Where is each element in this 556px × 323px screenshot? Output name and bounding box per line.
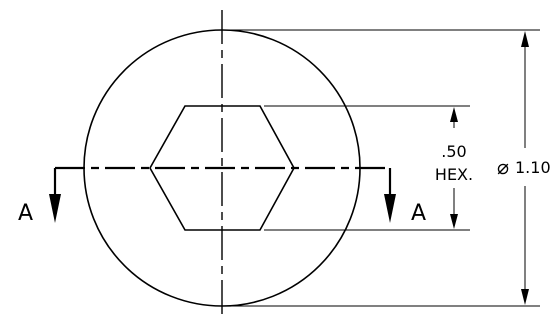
section-arrow-left	[49, 168, 61, 223]
hex-dimension-suffix: HEX.	[435, 165, 473, 184]
diameter-value: 1.10	[515, 158, 551, 177]
section-arrow-right	[384, 168, 396, 223]
section-label-right: A	[411, 201, 426, 226]
diameter-extension-lines	[226, 29, 540, 307]
hex-dimension-line	[450, 107, 458, 229]
diameter-symbol: ⌀	[497, 155, 509, 179]
hex-dimension-value: .50	[441, 142, 466, 161]
section-label-left: A	[18, 201, 33, 226]
hex-extension-lines	[264, 105, 470, 231]
diameter-dimension-line	[521, 31, 529, 305]
